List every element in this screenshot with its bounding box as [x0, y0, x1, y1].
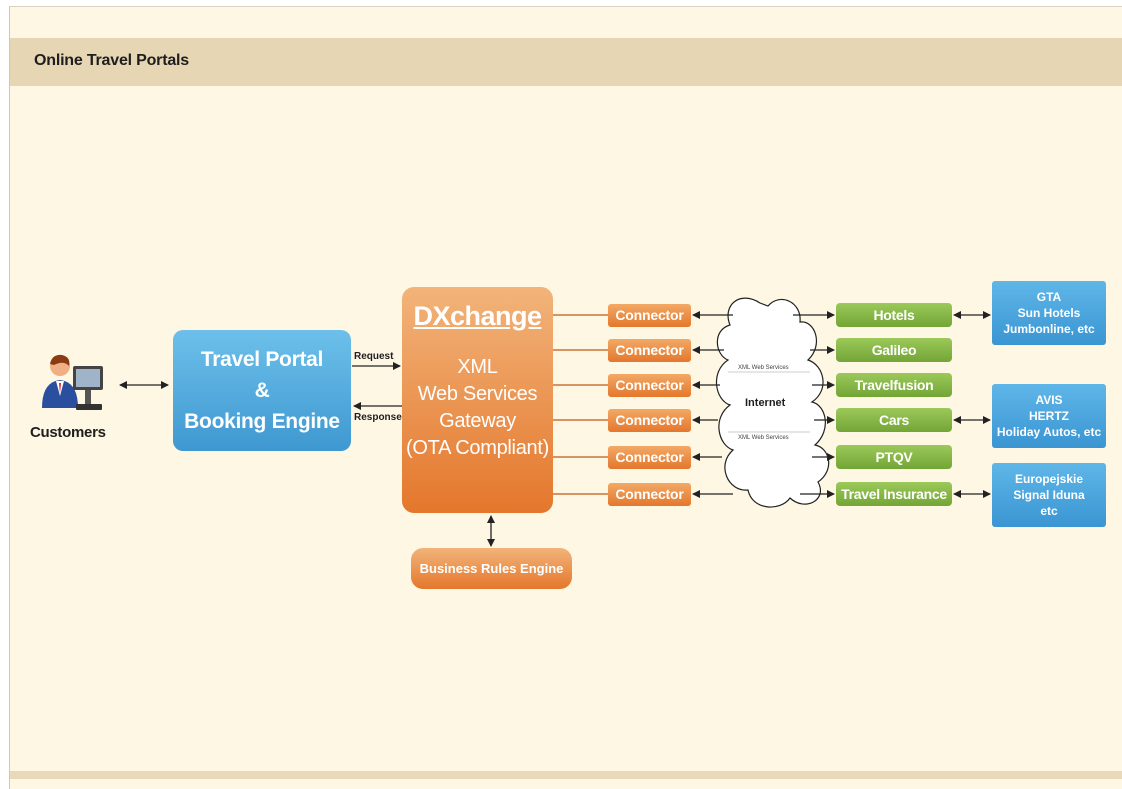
- provider-line: Sun Hotels: [1017, 306, 1081, 320]
- connector-box: Connector: [608, 304, 691, 327]
- internet-label: Internet: [745, 397, 786, 409]
- connector-box: Connector: [608, 483, 691, 506]
- service-travelfusion: Travelfusion: [836, 373, 952, 397]
- gateway-line-3: Gateway: [439, 410, 516, 432]
- provider-line: Europejskie: [1014, 472, 1084, 486]
- title-bar: Online Travel Portals: [10, 38, 1122, 86]
- travel-portal-box: Travel Portal & Booking Engine: [173, 330, 351, 451]
- dxchange-gateway-box: DXchange XML Web Services Gateway (OTA C…: [402, 287, 553, 513]
- provider-insurance-box: Europejskie Signal Iduna etc: [992, 463, 1106, 527]
- gateway-line-4: (OTA Compliant): [406, 437, 549, 459]
- connector-box: Connector: [608, 409, 691, 432]
- service-ptqv: PTQV: [836, 445, 952, 469]
- provider-hotels-box: GTA Sun Hotels Jumbonline, etc: [992, 281, 1106, 345]
- provider-line: Holiday Autos, etc: [996, 425, 1102, 439]
- provider-line: AVIS: [1035, 393, 1063, 407]
- provider-cars-box: AVIS HERTZ Holiday Autos, etc: [992, 384, 1106, 448]
- business-rules-engine-box: Business Rules Engine: [411, 548, 572, 589]
- provider-line: GTA: [1036, 290, 1062, 304]
- service-galileo: Galileo: [836, 338, 952, 362]
- gateway-description: XML Web Services Gateway (OTA Compliant): [402, 354, 553, 462]
- service-travel-insurance: Travel Insurance: [836, 482, 952, 506]
- connector-box: Connector: [608, 374, 691, 397]
- gateway-line-2: Web Services: [417, 383, 538, 405]
- connector-box: Connector: [608, 446, 691, 469]
- portal-line-3: Booking Engine: [184, 410, 340, 433]
- service-hotels: Hotels: [836, 303, 952, 327]
- provider-line: Jumbonline, etc: [1003, 322, 1095, 336]
- customer-computer-icon: [42, 354, 103, 410]
- portal-line-2: &: [254, 379, 270, 402]
- response-label: Response: [354, 412, 402, 423]
- customers-label: Customers: [30, 424, 106, 441]
- footer-bar: [10, 771, 1122, 779]
- connector-box: Connector: [608, 339, 691, 362]
- provider-line: etc: [1040, 504, 1058, 518]
- xml-web-services-label-bottom: XML Web Services: [738, 435, 789, 441]
- provider-line: Signal Iduna: [1013, 488, 1085, 502]
- xml-web-services-label-top: XML Web Services: [738, 365, 789, 371]
- page-title: Online Travel Portals: [34, 52, 189, 69]
- gateway-title: DXchange: [413, 301, 542, 331]
- request-label: Request: [354, 351, 394, 362]
- service-cars: Cars: [836, 408, 952, 432]
- portal-line-1: Travel Portal: [200, 348, 324, 371]
- provider-line: HERTZ: [1029, 409, 1069, 423]
- internet-cloud: [715, 297, 830, 508]
- gateway-line-1: XML: [457, 356, 498, 378]
